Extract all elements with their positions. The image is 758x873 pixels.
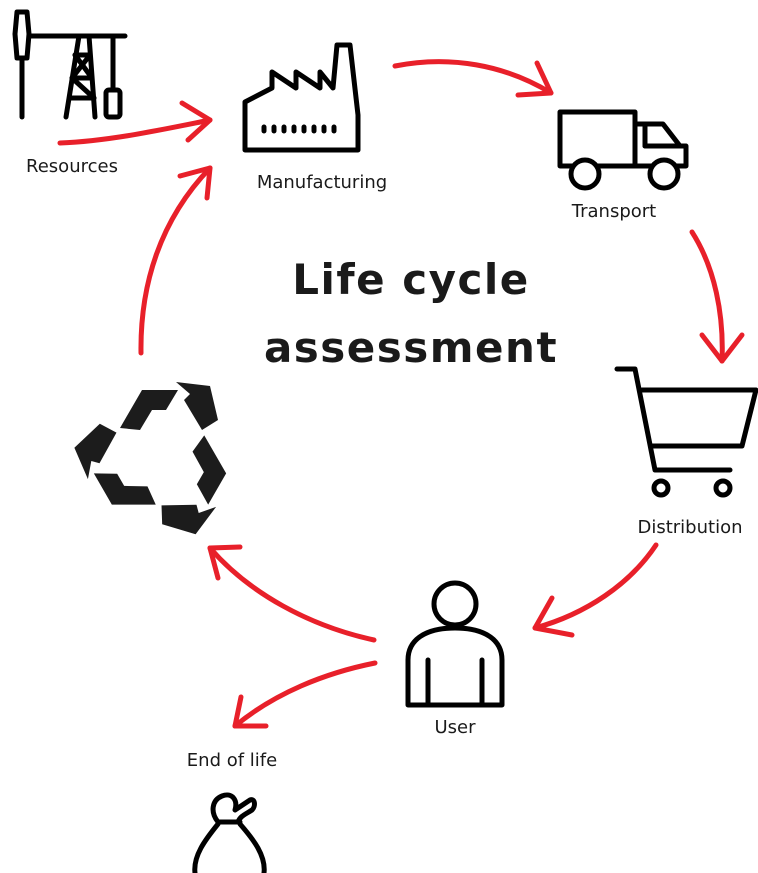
arrow-manufacturing-to-transport [392,59,554,98]
shopping-cart-icon [614,366,758,498]
arrow-user-to-recycling [207,544,377,643]
arrow-recycling-to-manufacturing [138,165,213,356]
label-resources: Resources [26,156,118,177]
label-manufacturing: Manufacturing [257,172,387,193]
truck-icon [557,109,689,191]
label-distribution: Distribution [637,517,742,538]
arrow-transport-to-distribution [689,229,745,364]
garbage-bag-icon [192,792,267,873]
arrow-user-to-end-of-life [232,660,378,729]
title-line-1: Life cycle [292,255,530,304]
label-user: User [434,717,476,738]
label-end-of-life: End of life [187,750,277,771]
arrow-distribution-to-user [532,542,659,638]
recycle-icon [74,382,227,535]
title-line-2: assessment [264,323,558,372]
arrow-resources-to-manufacturing [57,100,213,146]
cycle-arrows [57,59,745,729]
person-icon [405,580,505,708]
label-transport: Transport [571,201,656,222]
factory-icon [242,42,361,153]
oil-derrick-icon [12,9,128,120]
